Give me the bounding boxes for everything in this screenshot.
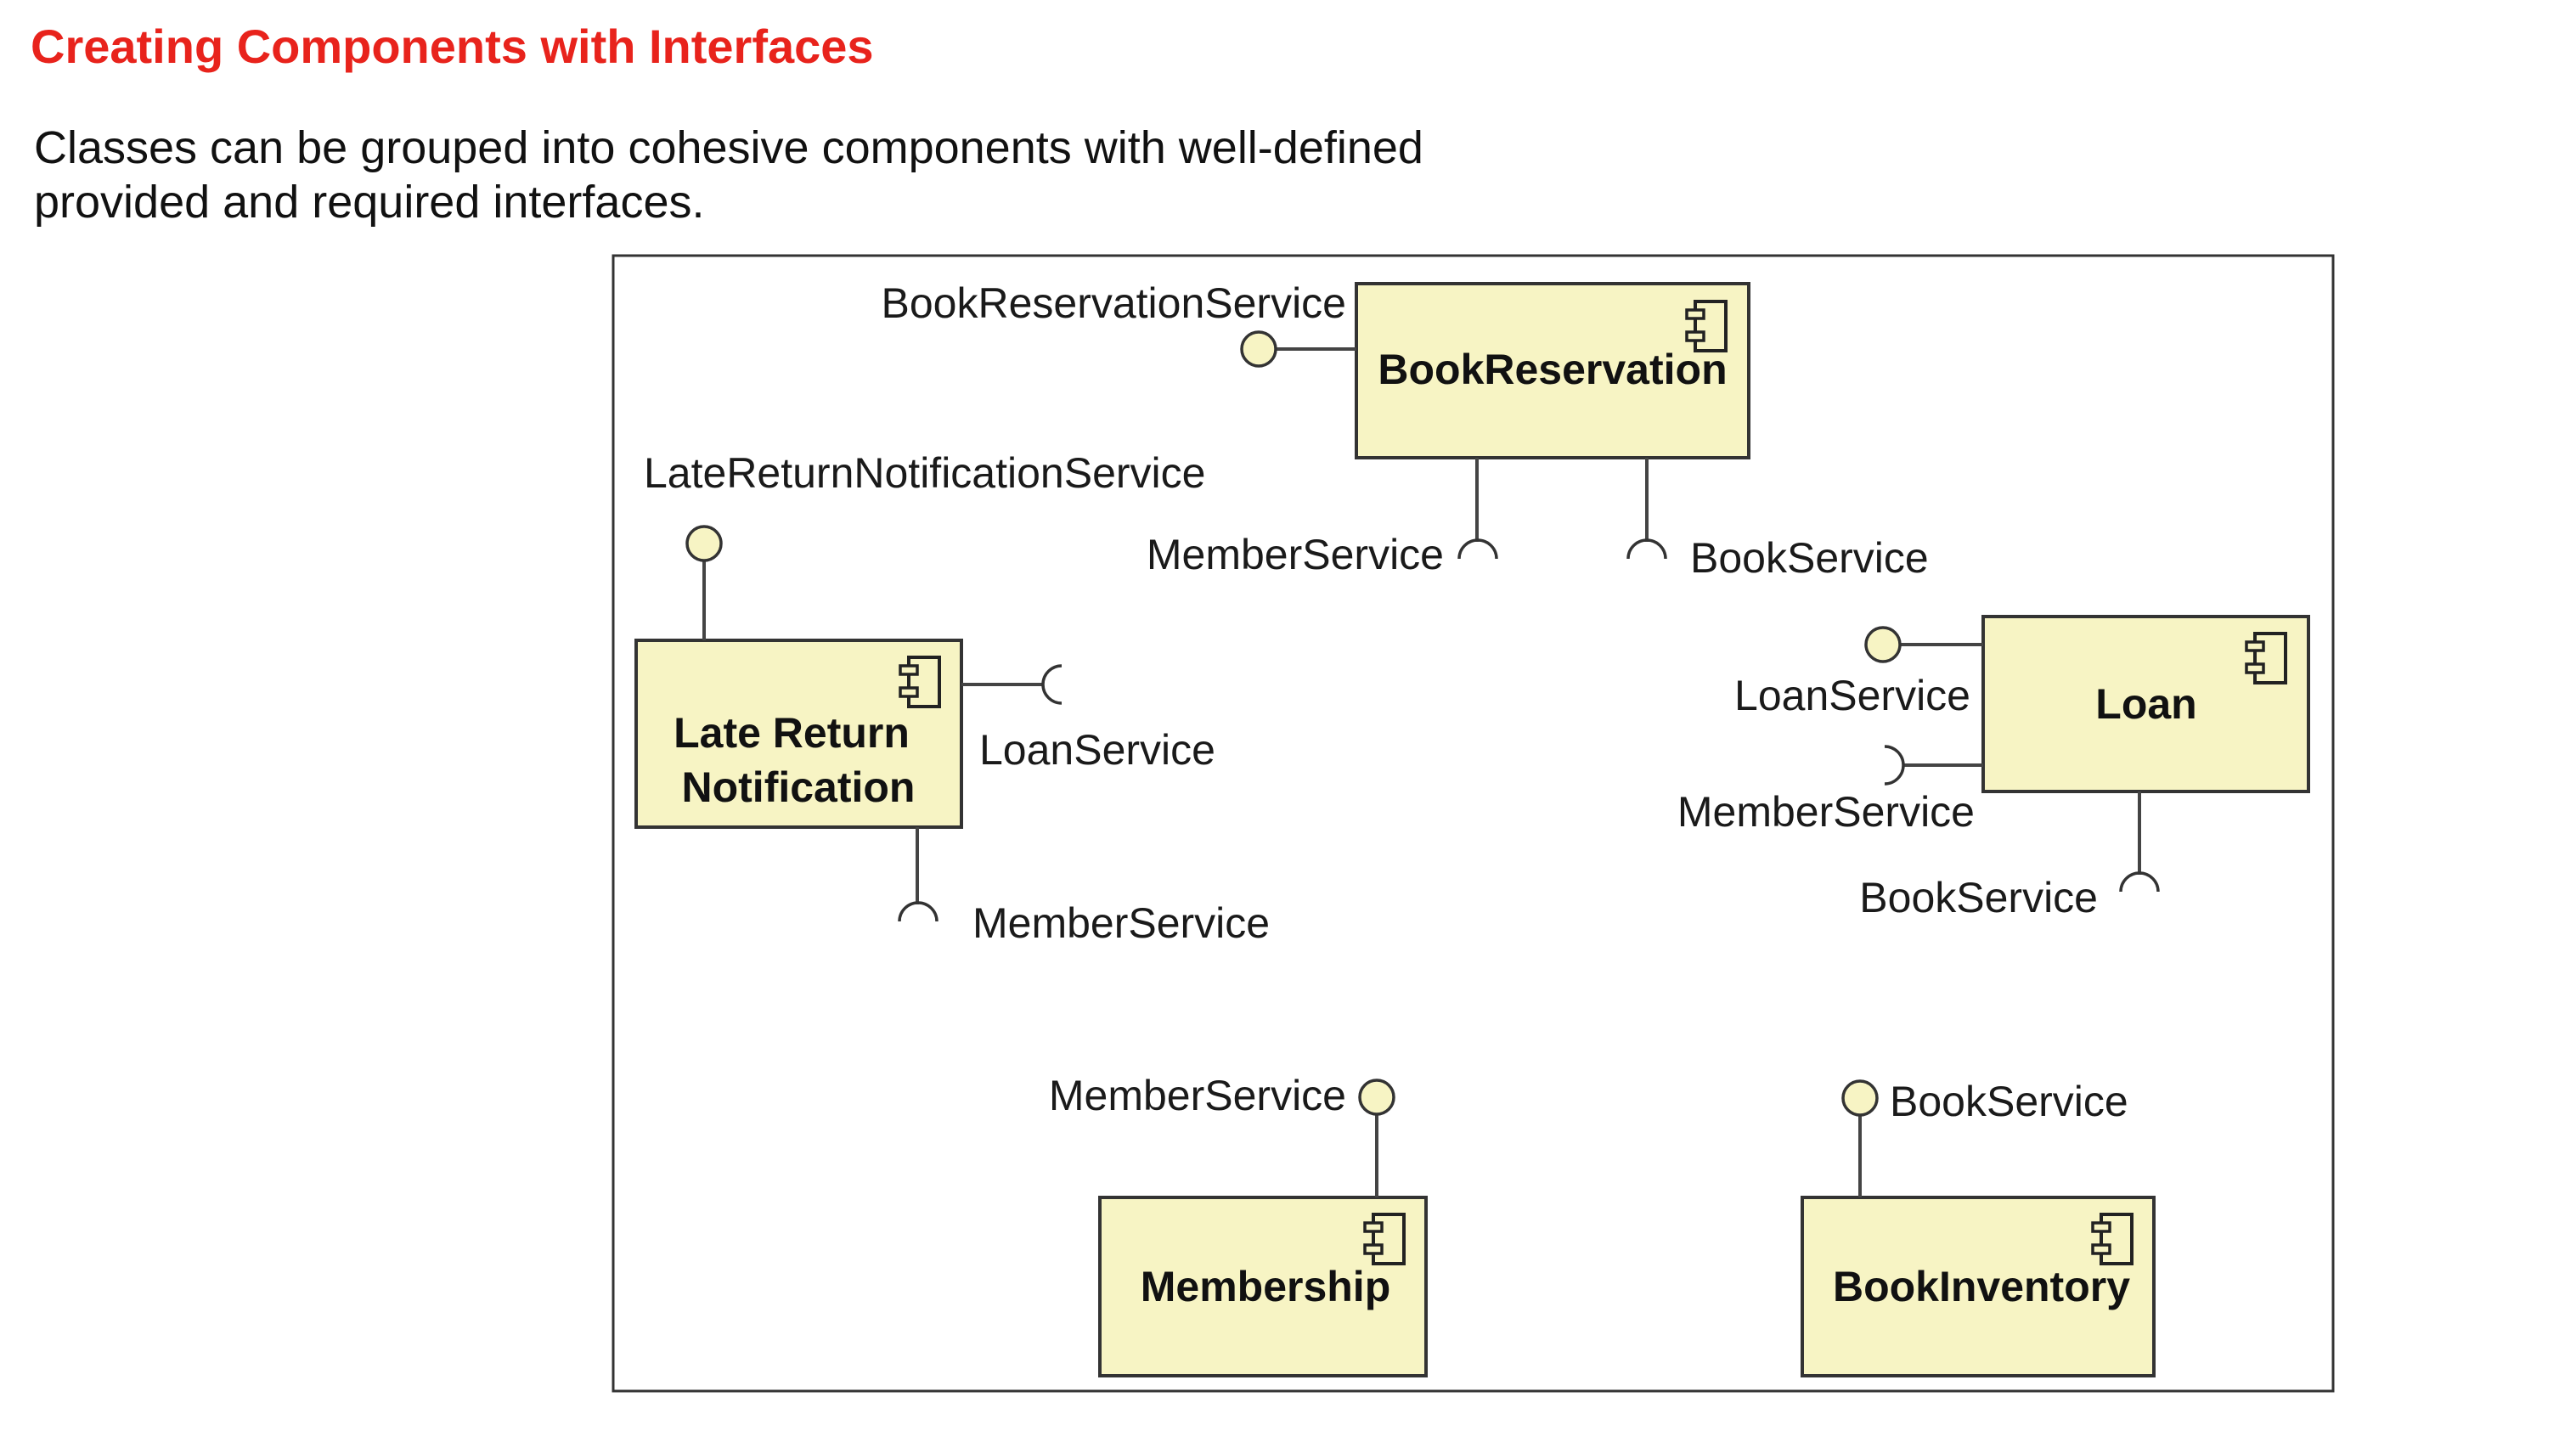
socket-icon [1457,538,1498,560]
interface-label: MemberService [1677,788,1975,836]
component-name: BookInventory [1833,1263,2130,1310]
lollipop-icon [1240,330,1277,368]
component-name: Membership [1141,1263,1391,1310]
intro-line-2: provided and required interfaces. [34,177,705,228]
socket-icon [1041,664,1063,705]
interface-label: LateReturnNotificationService [644,449,1205,497]
component-membership: Membership [1098,1196,1428,1377]
component-name: BookReservation [1378,346,1727,393]
lollipop-icon [1864,626,1902,663]
interface-label: MemberService [972,899,1270,947]
interface-label: BookService [1859,874,2098,921]
slide-title: Creating Components with Interfaces [31,20,874,73]
socket-icon [898,901,939,922]
socket-icon [2119,871,2160,893]
intro-text: Classes can be grouped into cohesive com… [34,121,1423,229]
component-book-inventory: BookInventory [1801,1196,2156,1377]
interface-label: BookService [1890,1078,2128,1125]
component-name-line-1: Late Return [674,709,910,757]
lollipop-icon [685,525,723,562]
component-book-reservation: BookReservation [1355,282,1750,459]
socket-icon [1884,745,1905,786]
component-late-return-notification: Late Return Notification [634,639,963,829]
component-name: Loan [2095,680,2196,728]
interface-label: LoanService [1734,672,1970,719]
interface-label: BookReservationService [882,279,1347,327]
socket-icon [1626,538,1667,560]
component-name-line-2: Notification [682,763,916,811]
lollipop-icon [1358,1079,1395,1116]
interface-label: MemberService [1147,531,1444,578]
component-loan: Loan [1981,615,2310,793]
intro-line-1: Classes can be grouped into cohesive com… [34,122,1423,173]
interface-label: BookService [1690,534,1929,582]
interface-label: MemberService [1049,1072,1346,1119]
lollipop-icon [1841,1079,1879,1117]
interface-label: LoanService [979,726,1215,774]
